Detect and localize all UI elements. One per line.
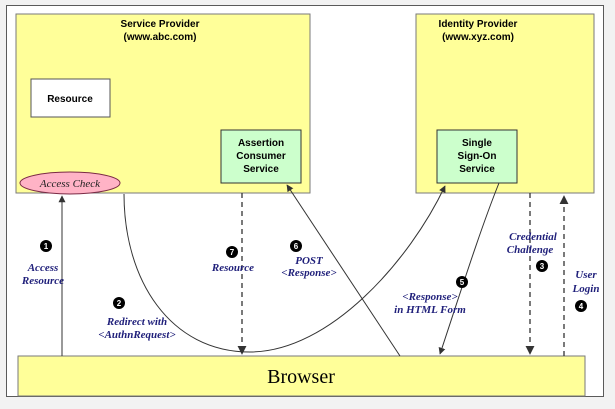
step-1-number: 1 (44, 242, 49, 251)
step-7-badge (226, 246, 238, 258)
service-provider-domain: (www.abc.com) (124, 32, 197, 43)
step-3-label-line1: Credential (509, 231, 558, 243)
resource-box (30, 78, 111, 118)
step-5-label-line1: <Response> (402, 291, 457, 303)
step-4-label-line1: User (575, 269, 597, 281)
browser-box (17, 355, 586, 397)
access-check-label: Access Check (39, 178, 101, 190)
step-2-number: 2 (117, 299, 122, 308)
arrow-step-2 (123, 185, 446, 353)
sso-line2: Sign-On (458, 151, 497, 162)
identity-provider-domain: (www.xyz.com) (442, 32, 514, 43)
step-6-label-line2: <Response> (281, 267, 336, 279)
step-7-label-line1: Resource (211, 262, 254, 274)
step-2-label-line1: Redirect with (106, 316, 167, 328)
service-provider-title: Service Provider (121, 19, 200, 30)
assertion-consumer-service-box (220, 129, 302, 184)
step-3-number: 3 (540, 262, 545, 271)
step-3-badge (536, 260, 548, 272)
acs-line2: Consumer (236, 151, 286, 162)
step-7-number: 7 (230, 248, 235, 257)
step-4-number: 4 (579, 302, 584, 311)
sso-line1: Single (462, 138, 492, 149)
step-5-number: 5 (460, 278, 465, 287)
access-check-ellipse (19, 171, 121, 195)
step-1-label-line1: Access (27, 262, 59, 274)
browser-label: Browser (267, 366, 335, 388)
acs-line3: Service (243, 164, 279, 175)
step-6-label-line1: POST (295, 255, 324, 267)
step-2-badge (113, 297, 125, 309)
step-3-label-line2: Challenge (507, 244, 554, 256)
identity-provider-title: Identity Provider (439, 19, 518, 30)
single-sign-on-service-box (436, 129, 518, 184)
step-5-badge (456, 276, 468, 288)
step-5-label-line2: in HTML Form (394, 304, 466, 316)
step-4-badge (575, 300, 587, 312)
acs-line1: Assertion (238, 138, 284, 149)
step-4-label-line2: Login (572, 283, 600, 295)
sso-line3: Service (459, 164, 495, 175)
step-6-number: 6 (294, 242, 299, 251)
step-1-label-line2: Resource (21, 275, 64, 287)
step-6-badge (290, 240, 302, 252)
arrow-step-6 (286, 184, 401, 357)
step-1-badge (40, 240, 52, 252)
resource-label: Resource (47, 94, 93, 105)
arrow-step-5 (438, 182, 500, 355)
step-2-label-line2: <AuthnRequest> (98, 329, 175, 341)
